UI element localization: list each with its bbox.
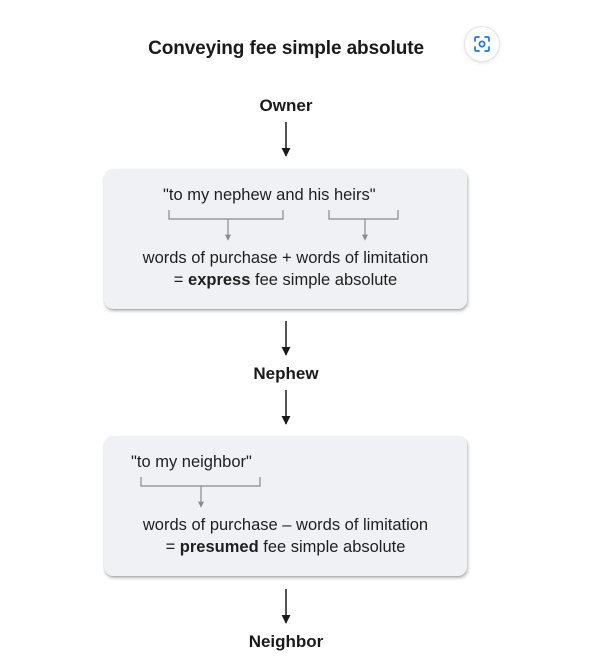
presumed-conveyance-box: "to my neighbor" words of purchase – wor… — [104, 436, 467, 576]
box2-quote: "to my neighbor" — [131, 453, 252, 471]
node-owner: Owner — [259, 96, 313, 115]
express-conveyance-box: "to my nephew and his heirs" words of pu… — [104, 169, 467, 309]
words-of-limitation-bracket — [328, 210, 399, 220]
box1-result: = express fee simple absolute — [173, 271, 398, 289]
box2-result: = presumed fee simple absolute — [165, 538, 406, 556]
box1-quote: "to my nephew and his heirs" — [163, 186, 376, 204]
words-of-purchase-bracket — [168, 210, 284, 220]
words-of-purchase-bracket — [140, 477, 261, 487]
box2-result-type: presumed — [179, 538, 259, 556]
diagram-title: Conveying fee simple absolute — [148, 38, 424, 59]
node-nephew: Nephew — [253, 364, 319, 383]
box2-formula: words of purchase – words of limitation — [142, 516, 429, 534]
box1-brackets — [168, 210, 399, 241]
box1-formula: words of purchase + words of limitation — [142, 249, 429, 267]
box1-result-type: express — [188, 271, 251, 289]
visual-search-icon — [474, 36, 490, 52]
visual-search-button[interactable] — [465, 27, 499, 61]
node-neighbor: Neighbor — [248, 632, 324, 651]
box2-brackets — [140, 477, 261, 508]
